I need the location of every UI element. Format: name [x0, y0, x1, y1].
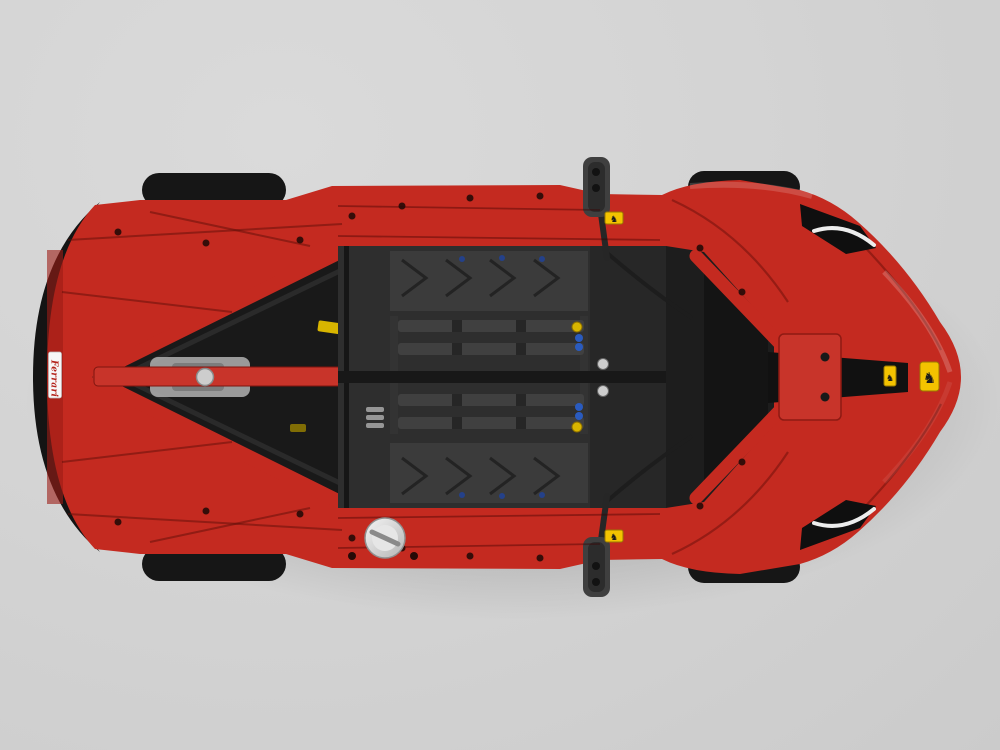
- mirror-right-brace: [604, 434, 694, 504]
- mirror-left-hole-2: [592, 184, 600, 192]
- deck-panel-lines: [61, 211, 343, 543]
- ferrari-shield-badge-nose: ♞: [919, 361, 940, 392]
- rear-license-plate: Ferrari: [48, 351, 62, 399]
- prancing-horse-icon: ♞: [610, 215, 618, 225]
- hood-pin-hole-2: [820, 392, 830, 402]
- rear-left-tire: [142, 173, 286, 207]
- mirror-left-stem: [598, 211, 610, 261]
- a-pillar-beam-top: [689, 249, 795, 359]
- crankshaft-line: [338, 371, 666, 383]
- mirror-left-hole-1: [592, 168, 600, 176]
- intake-chevrons: [401, 258, 561, 496]
- side-mirrors: [583, 157, 694, 597]
- yellow-axle-part: [317, 320, 345, 335]
- ferrari-shield-badge-bottom-sill: ♞: [604, 529, 624, 543]
- hood-highlights: [689, 181, 953, 484]
- ferrari-shield-badge-hood-stripe: ♞: [883, 365, 897, 387]
- engine-bay: [338, 246, 666, 508]
- piston-silver-2: [597, 385, 609, 397]
- hood-center-panel: [778, 333, 842, 421]
- hood: [671, 181, 953, 556]
- a-pillar-beam-bottom: [689, 395, 795, 505]
- center-spine-beam: [93, 366, 347, 387]
- sill-hole-1: [348, 552, 356, 560]
- plate-text: Ferrari: [49, 359, 59, 397]
- mirror-right-stem: [598, 493, 610, 543]
- hood-panel-gaps: [671, 198, 942, 556]
- prancing-horse-icon: ♞: [923, 369, 936, 387]
- colored-pins: [459, 255, 583, 499]
- mirror-left-brace: [604, 250, 694, 320]
- mirror-right-hole-2: [592, 578, 600, 586]
- headlight-right-chrome: [812, 507, 876, 528]
- yellow-axle-part-2: [290, 424, 306, 432]
- sill-hole-2: [410, 552, 418, 560]
- ferrari-shield-badge-top-sill: ♞: [604, 211, 624, 225]
- headlights: [800, 204, 876, 550]
- prancing-horse-icon: ♞: [610, 533, 618, 543]
- cockpit: [666, 246, 795, 508]
- prancing-horse-icon: ♞: [886, 374, 894, 384]
- fuel-cap-slot: [369, 529, 401, 547]
- side-vent-slots: [366, 407, 384, 428]
- piston-silver-1: [597, 358, 609, 370]
- mirror-right-hole-1: [592, 562, 600, 570]
- hood-pin-hole-1: [820, 352, 830, 362]
- headlight-left-chrome: [812, 226, 876, 247]
- rear-right-tire: [142, 547, 286, 581]
- spine-hub: [195, 367, 215, 387]
- fuel-cap: [348, 517, 418, 560]
- ferrari-shield-badges: ♞ ♞ ♞ ♞: [604, 211, 940, 543]
